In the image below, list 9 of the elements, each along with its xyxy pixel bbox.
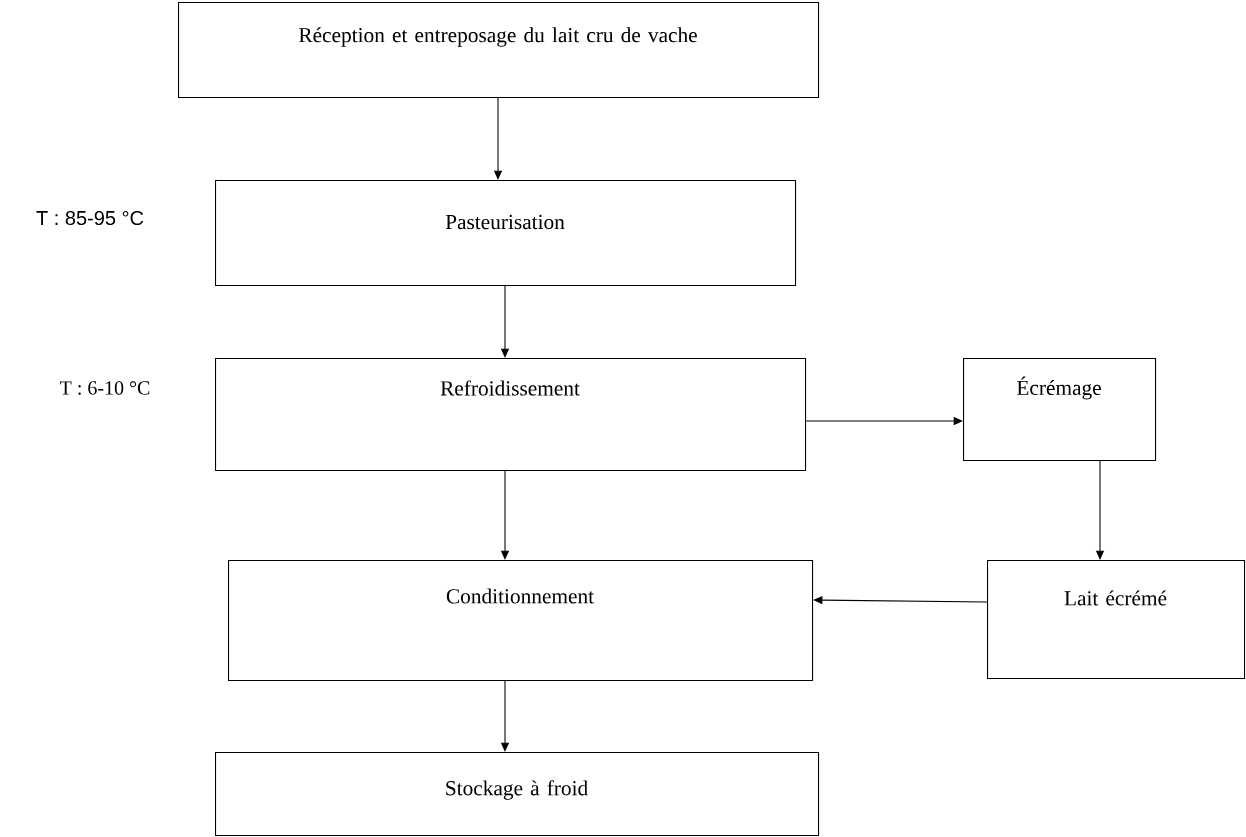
process-box: Écrémage bbox=[963, 358, 1157, 462]
process-box: Lait écrémé bbox=[987, 560, 1246, 680]
process-box: Stockage à froid bbox=[215, 752, 820, 837]
process-box: Conditionnement bbox=[228, 560, 814, 682]
process-box: Refroidissement bbox=[215, 358, 807, 472]
condition-label: T : 85-95 °C bbox=[36, 210, 144, 226]
process-box: Pasteurisation bbox=[215, 180, 797, 287]
process-box: Réception et entreposage du lait cru de vache bbox=[178, 2, 820, 99]
condition-label: T : 6-10 °C bbox=[60, 381, 150, 395]
